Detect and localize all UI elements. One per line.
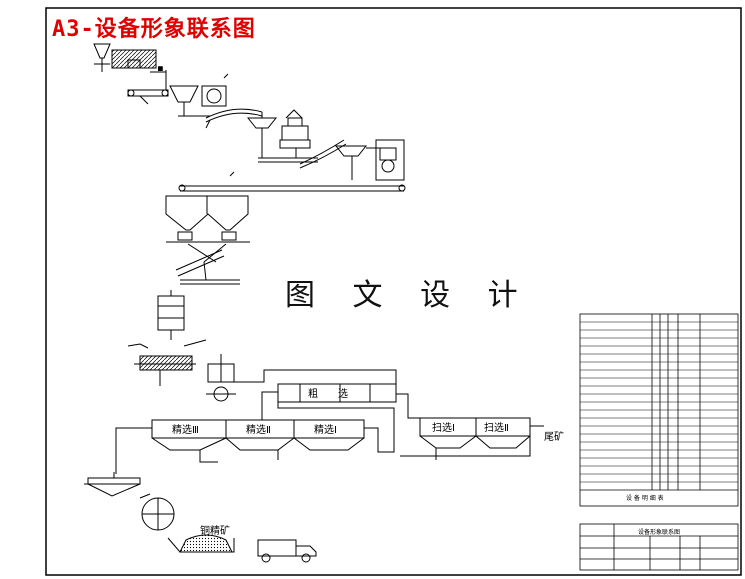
bin-discharge-conveyor: [175, 243, 240, 285]
fine-crusher: [279, 109, 311, 158]
cleaner-2-label: 精选Ⅱ: [246, 423, 271, 436]
title-block-drawing-title: 设备形象联系图: [638, 528, 680, 536]
rougher-label: 粗 选: [308, 387, 348, 400]
scavenger-2-label: 扫选Ⅱ: [484, 421, 509, 434]
dump-truck: [257, 539, 317, 563]
feed-hopper: [93, 43, 111, 72]
scavenger-1-label: 扫选Ⅰ: [432, 421, 455, 434]
agitator-tank: [206, 354, 236, 402]
scavenger-cells: [419, 417, 531, 449]
screen-2: [334, 145, 368, 180]
spiral-classifier: [127, 339, 207, 386]
disc-filter: [139, 493, 175, 531]
belt-conveyor-3: [258, 139, 347, 169]
flow-lines: [115, 369, 544, 474]
crusher-house: [366, 139, 405, 181]
watermark: 图 文 设 计: [285, 278, 532, 313]
equipment-table-rows: [580, 321, 738, 483]
cleaner-cells: [151, 419, 365, 451]
jaw-crusher: ■: [111, 49, 166, 73]
cleaner-1-label: 精选Ⅰ: [314, 423, 337, 436]
concentrate-pile: [167, 534, 235, 553]
belt-conveyor-1: [127, 70, 169, 105]
fine-ore-bins: [165, 195, 250, 243]
vibrating-screen: [246, 112, 278, 158]
ball-mill: [157, 290, 185, 340]
copper-concentrate-label: 铜精矿: [200, 524, 230, 537]
sheet-border: [45, 7, 742, 576]
thickener: [84, 472, 141, 497]
svg-text:■: ■: [158, 66, 163, 72]
cleaner-3-label: 精选Ⅲ: [172, 423, 199, 436]
belt-conveyor-2: [205, 108, 263, 129]
table-footer-name: 设 备 明 细 表: [626, 494, 664, 502]
title-block: [579, 523, 739, 571]
rougher-cell: [277, 383, 397, 403]
sheet-title: A3-设备形象联系图: [52, 17, 256, 42]
tailings-label: 尾矿: [544, 430, 564, 443]
cone-crusher: [169, 73, 229, 117]
bin-feed-conveyor: [178, 171, 406, 192]
